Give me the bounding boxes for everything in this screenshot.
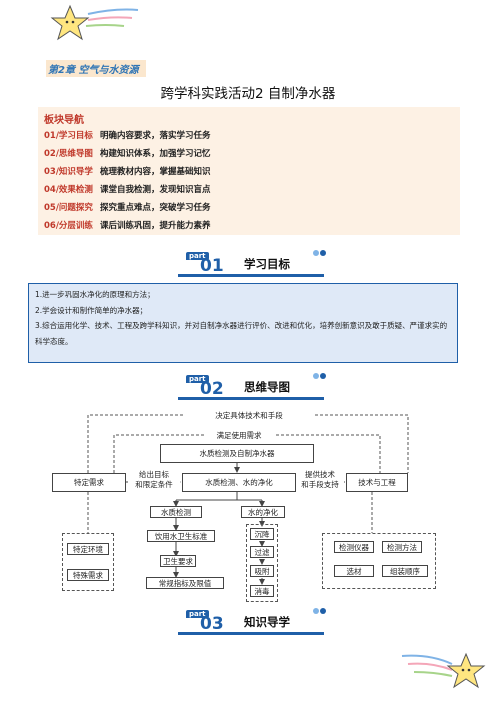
nav-item: 06/分层训练课后训练巩固，提升能力素养 [44, 219, 211, 231]
mind-map-root: 水质检测及自制净水器 [160, 444, 314, 463]
part-number: 03 [200, 614, 224, 634]
test-item: 饮用水卫生标准 [147, 530, 215, 542]
mind-map-center-node: 水质检测、水的净化 [182, 473, 296, 492]
nav-item-key: 03/知识导学 [44, 167, 93, 177]
goal-item: 1.进一步巩固水净化的原理和方法； [35, 290, 155, 299]
left-edge-label: 给出目标 和限定条件 [128, 470, 180, 490]
left-item: 特定环境 [67, 543, 109, 555]
part-badge: part 01 [182, 252, 238, 276]
nav-item-key: 02/思维导图 [44, 149, 93, 159]
section-header-mindmap: part 02 思维导图 [178, 373, 328, 400]
part-tag: part [186, 252, 209, 260]
nav-item-key: 05/问题探究 [44, 203, 93, 213]
nav-item-key: 04/效果检测 [44, 185, 93, 195]
purify-item: 过滤 [250, 546, 274, 558]
part-tag: part [186, 375, 209, 383]
nav-item: 02/思维导图构建知识体系，加强学习记忆 [44, 147, 211, 159]
tech-item: 检测仪器 [334, 541, 374, 553]
shooting-star-icon [50, 4, 139, 41]
tech-item: 检测方法 [382, 541, 422, 553]
part-badge: part 02 [182, 375, 238, 399]
nav-item: 03/知识导学梳理教材内容，掌握基础知识 [44, 165, 211, 177]
nav-panel [38, 107, 460, 235]
nav-item-desc: 课后训练巩固，提升能力素养 [100, 221, 211, 231]
left-item: 特殊需求 [67, 569, 109, 581]
nav-item-desc: 构建知识体系，加强学习记忆 [100, 149, 211, 159]
nav-item: 01/学习目标明确内容要求，落实学习任务 [44, 129, 211, 141]
section-underline [178, 397, 324, 400]
page-title: 跨学科实践活动2 自制净水器 [160, 86, 336, 102]
tech-item: 组装顺序 [382, 565, 428, 577]
left-items-group [62, 533, 114, 591]
test-item: 常规指标及限值 [146, 577, 224, 589]
nav-item-key: 01/学习目标 [44, 131, 93, 141]
nav-item-desc: 梳理教材内容，掌握基础知识 [100, 167, 211, 177]
nav-item: 04/效果检测课堂自我检测，发现知识盲点 [44, 183, 211, 195]
dots-icon [313, 250, 326, 256]
section-header-goals: part 01 学习目标 [178, 250, 328, 277]
section-title: 思维导图 [244, 380, 290, 394]
dots-icon [313, 608, 326, 614]
nav-item-desc: 明确内容要求，落实学习任务 [100, 131, 211, 141]
part-number: 02 [200, 379, 224, 399]
nav-item-desc: 课堂自我检测，发现知识盲点 [100, 185, 211, 195]
purify-node: 水的净化 [241, 506, 285, 518]
mind-map-right-node: 技术与工程 [346, 473, 408, 492]
purify-item: 消毒 [250, 585, 274, 597]
section-underline [178, 632, 324, 635]
purify-item: 吸附 [250, 565, 274, 577]
section-title: 学习目标 [244, 257, 290, 271]
tech-item: 选材 [334, 565, 374, 577]
purify-item: 沉降 [250, 528, 274, 540]
goals-box: 1.进一步巩固水净化的原理和方法； 2.学会设计和制作简单的净水器； 3.综合运… [28, 283, 458, 363]
mind-map-outer-label: 决定具体技术和手段 [185, 409, 313, 421]
test-node: 水质检测 [150, 506, 202, 518]
goal-item: 2.学会设计和制作简单的净水器； [35, 305, 148, 315]
chapter-label: 第2章 空气与水资源 [46, 60, 147, 77]
purify-group [246, 524, 278, 602]
tech-items-group [322, 533, 436, 589]
nav-item-key: 06/分层训练 [44, 221, 93, 231]
shooting-star-icon [401, 652, 486, 689]
section-header-knowledge: part 03 知识导学 [178, 608, 328, 635]
mind-map-inner-label: 满足使用需求 [204, 429, 274, 441]
test-item: 卫生要求 [160, 555, 196, 567]
nav-item-desc: 探究重点难点，突破学习任务 [100, 203, 211, 213]
dots-icon [313, 373, 326, 379]
part-tag: part [186, 610, 209, 618]
mind-map-left-node: 特定需求 [52, 473, 126, 492]
section-underline [178, 274, 324, 277]
part-number: 01 [200, 256, 224, 276]
goal-item: 3.综合运用化学、技术、工程及跨学科知识，并对自制净水器进行评价、改进和优化，培… [35, 321, 448, 346]
nav-item: 05/问题探究探究重点难点，突破学习任务 [44, 201, 211, 213]
part-badge: part 03 [182, 610, 238, 634]
section-title: 知识导学 [244, 615, 290, 629]
right-edge-label: 提供技术 和手段支持 [296, 470, 344, 490]
nav-heading: 板块导航 [44, 115, 84, 126]
